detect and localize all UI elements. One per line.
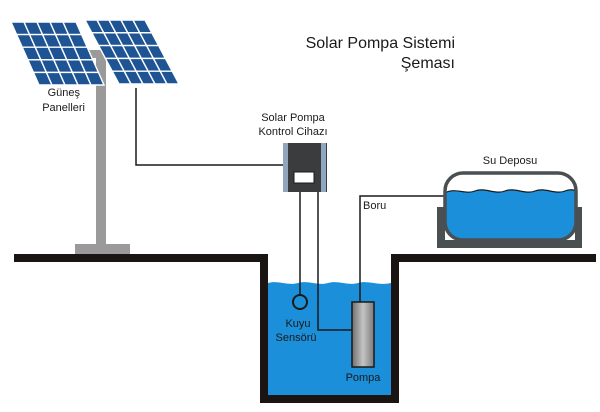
pump-controller (283, 143, 327, 192)
pump-cable (317, 192, 353, 331)
controller-label-line1: Solar Pompa (261, 112, 325, 124)
tank-label: Su Deposu (483, 155, 537, 167)
sensor-label-line1: Kuyu (285, 318, 310, 330)
solar-cell (159, 70, 181, 85)
tank-water (445, 189, 576, 240)
pipe-label: Boru (363, 200, 386, 212)
sensor-label-line2: Sensörü (276, 332, 317, 344)
panels-label-line1: Güneş (48, 87, 81, 99)
power-cable (135, 88, 283, 166)
water-tank (443, 171, 578, 242)
solar-panel-right (83, 19, 181, 85)
solar-panels (9, 19, 181, 86)
controller-display (293, 171, 315, 184)
diagram-title-line2: Şeması (401, 55, 455, 72)
panel-pole (75, 50, 130, 254)
well-sensor (292, 294, 308, 310)
panels-label-line2: Panelleri (42, 102, 85, 114)
water-pipe (359, 195, 445, 302)
pump-label: Pompa (346, 372, 382, 384)
solar-panel-left (9, 21, 106, 86)
diagram-title-line1: Solar Pompa Sistemi (306, 35, 455, 52)
controller-label-line2: Kontrol Cihazı (258, 126, 327, 138)
solar-cell (84, 71, 106, 86)
tank-stand (437, 207, 582, 248)
submersible-pump (351, 301, 375, 368)
